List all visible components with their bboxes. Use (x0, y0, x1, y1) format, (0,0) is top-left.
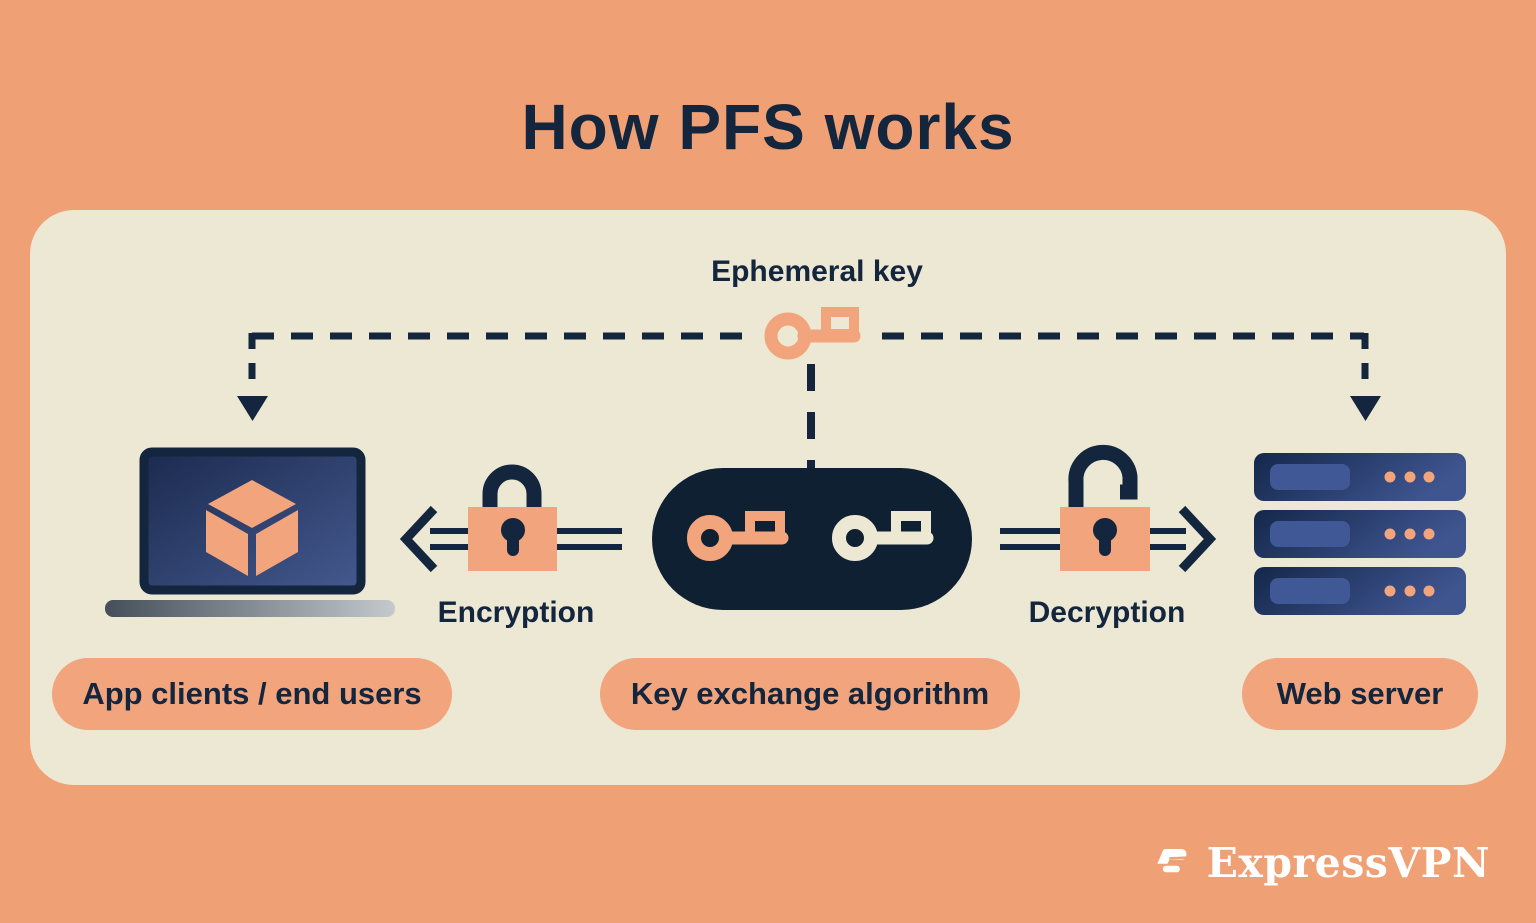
page-title: How PFS works (521, 91, 1015, 163)
key-icon-orange (687, 511, 789, 561)
expressvpn-wordmark: ExpressVPN (1206, 838, 1490, 887)
expressvpn-logo-icon (1157, 848, 1187, 872)
key-exchange-capsule (652, 468, 972, 610)
ephemeral-key-icon (764, 307, 861, 360)
label-pill-web-server: Web server (1242, 658, 1478, 730)
decryption-label: Decryption (1028, 596, 1186, 629)
cube-icon (206, 480, 298, 576)
label-pill-key-exchange: Key exchange algorithm (600, 658, 1020, 730)
encryption-label: Encryption (437, 596, 595, 629)
brand-logo: ExpressVPN (1150, 820, 1490, 905)
encryption-lock-icon (468, 464, 557, 571)
server-icon (1254, 453, 1466, 615)
decryption-lock-icon (1060, 444, 1150, 571)
key-icon-cream (832, 511, 934, 561)
laptop-icon (105, 447, 395, 617)
ephemeral-key-label: Ephemeral key (711, 255, 923, 288)
label-pill-app-clients: App clients / end users (52, 658, 452, 730)
